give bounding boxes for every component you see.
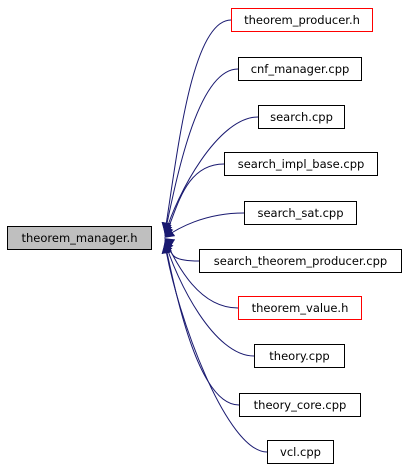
node-theory-core-cpp[interactable]: theory_core.cpp [239, 393, 361, 417]
edge-theory-cpp-to-theorem-manager-h [162, 240, 255, 357]
node-cnf-manager-cpp[interactable]: cnf_manager.cpp [238, 57, 362, 81]
node-search-sat-cpp[interactable]: search_sat.cpp [244, 201, 357, 225]
node-search-impl-base-cpp[interactable]: search_impl_base.cpp [224, 152, 378, 176]
edge-theory-core-cpp-to-theorem-manager-h [161, 242, 240, 406]
node-theorem-producer-h[interactable]: theorem_producer.h [231, 8, 373, 32]
node-theorem-manager-h: theorem_manager.h [7, 226, 152, 250]
edge-search-impl-base-cpp-to-theorem-manager-h [164, 163, 225, 237]
edge-search-cpp-to-theorem-manager-h [162, 116, 259, 236]
node-search-cpp[interactable]: search.cpp [258, 105, 345, 129]
edge-search-sat-cpp-to-theorem-manager-h [164, 212, 245, 238]
edge-theorem-producer-h-to-theorem-manager-h [161, 19, 232, 233]
node-theorem-value-h[interactable]: theorem_value.h [238, 296, 362, 320]
edge-vcl-cpp-to-theorem-manager-h [161, 243, 268, 453]
node-vcl-cpp[interactable]: vcl.cpp [267, 440, 334, 464]
edge-cnf-manager-cpp-to-theorem-manager-h [161, 68, 239, 234]
node-search-theorem-producer-cpp[interactable]: search_theorem_producer.cpp [199, 249, 402, 273]
node-theory-cpp[interactable]: theory.cpp [254, 344, 345, 368]
